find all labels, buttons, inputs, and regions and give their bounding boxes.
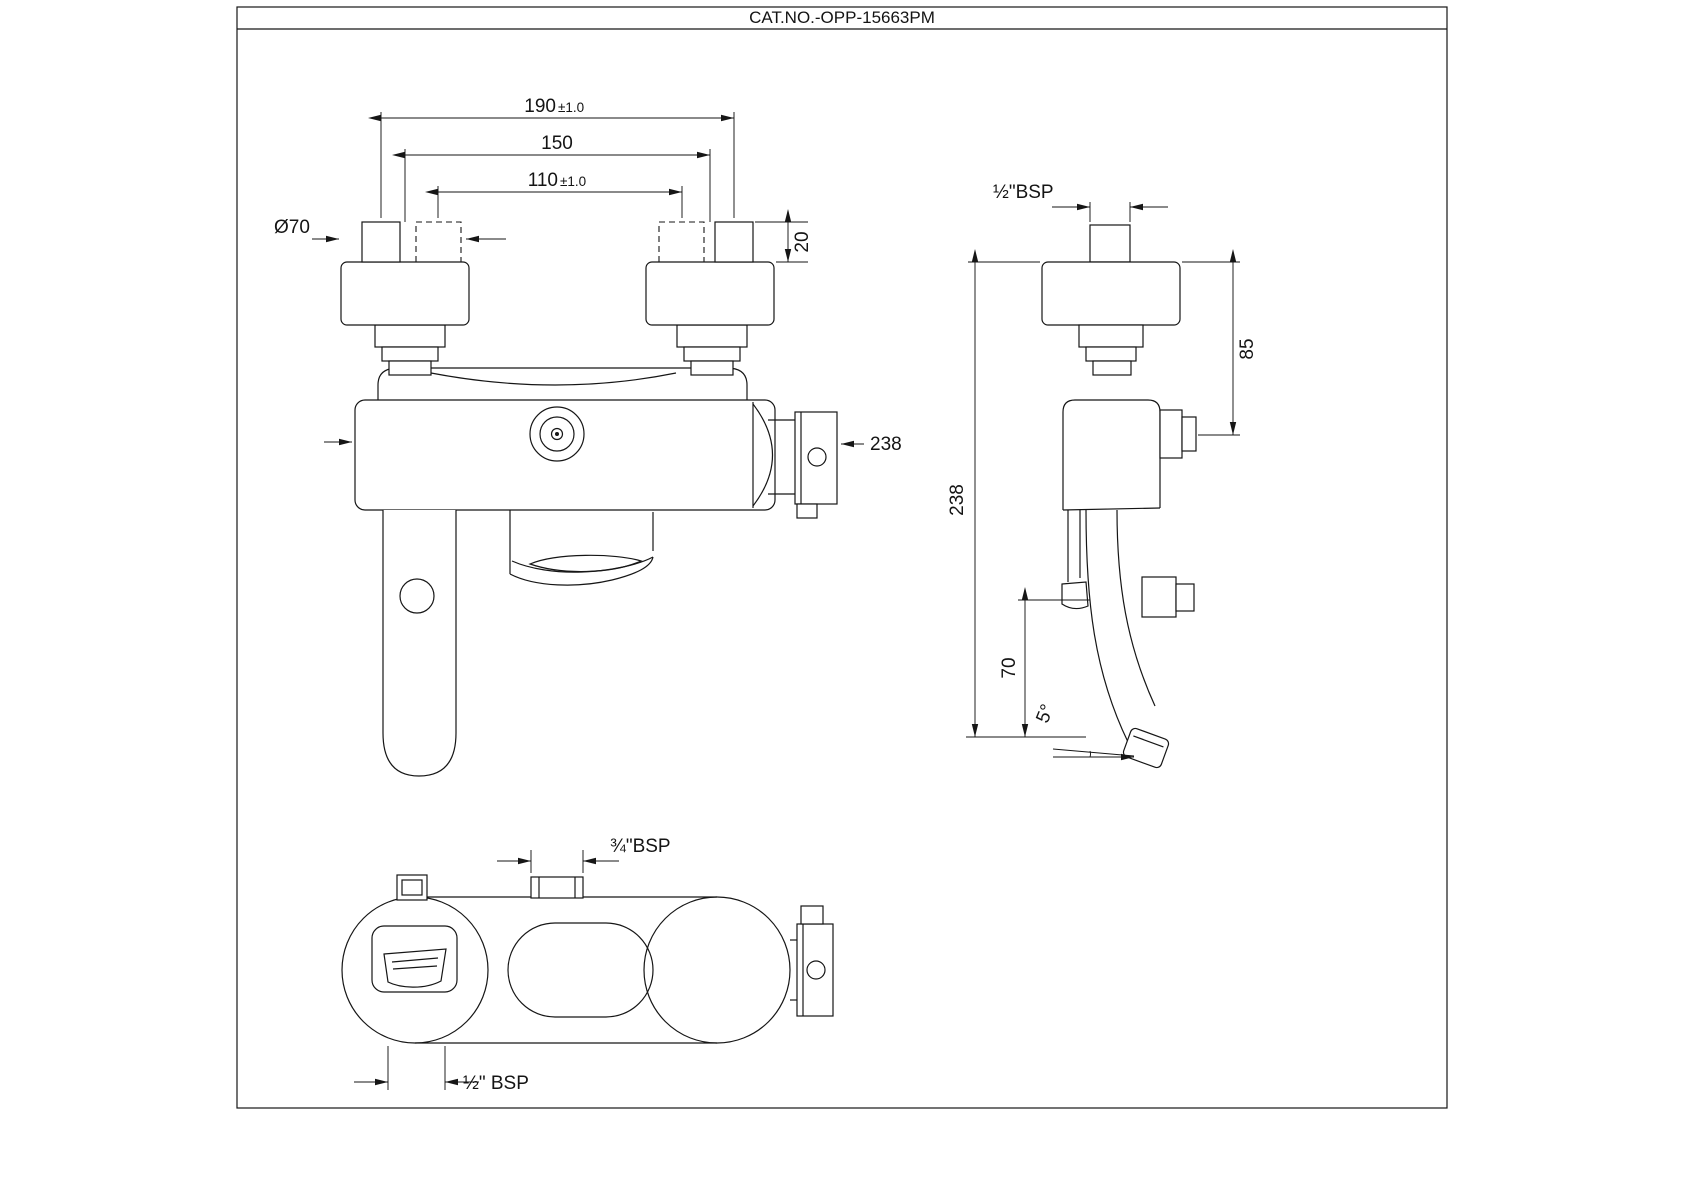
top-outlet-connector	[530, 876, 584, 899]
dim-flange-diameter: Ø70	[274, 217, 339, 243]
dim-spout-drop: 70	[999, 587, 1090, 737]
side-handle	[1061, 510, 1089, 610]
side-inlet-nut	[1078, 324, 1144, 376]
dim-bottom-outlet-thread: ½" BSP	[354, 1046, 529, 1094]
bottom-view: ¾"BSP	[341, 836, 834, 1094]
dim-label-85: 85	[1237, 338, 1258, 359]
dim-overall-height: 238	[947, 249, 1086, 738]
catalog-number: CAT.NO.-OPP-15663PM	[749, 8, 935, 27]
dim-label-70: 70	[999, 657, 1020, 678]
side-wall-flange	[1041, 261, 1181, 326]
dim-inner-inlet-span: 110 ±1.0	[425, 170, 683, 218]
side-spout	[1085, 509, 1170, 769]
left-inlet-outer	[361, 221, 401, 263]
dim-label-dia70: Ø70	[274, 217, 310, 238]
title-block: CAT.NO.-OPP-15663PM	[236, 6, 1448, 1109]
front-view: 190 ±1.0 150 110 ±1.0 Ø70	[274, 96, 902, 777]
dim-spout-angle: 5°	[1032, 701, 1135, 761]
temperature-knob	[768, 411, 838, 519]
dim-outer-inlet-span: 190 ±1.0	[368, 96, 735, 218]
left-inlet-nut	[374, 324, 446, 376]
left-inlet-inner-hidden	[415, 221, 462, 263]
dim-label-110: 110	[528, 170, 558, 191]
dim-label-190-tol: ±1.0	[558, 100, 584, 115]
right-inlet-inner-hidden	[658, 221, 705, 263]
diverter-knob	[529, 406, 585, 462]
bottom-handle-stub	[396, 874, 428, 901]
dim-label-238-side: 238	[947, 484, 968, 516]
spout-front	[509, 510, 654, 586]
dim-label-5deg: 5°	[1032, 701, 1058, 726]
dim-label-110-tol: ±1.0	[560, 174, 586, 189]
dim-label-150: 150	[541, 133, 573, 154]
bottom-temperature-knob	[790, 905, 834, 1017]
dim-label-bsp-34: ¾"BSP	[610, 836, 671, 857]
spout-nozzle	[1122, 727, 1170, 769]
dim-label-20: 20	[792, 231, 813, 252]
dim-flange-centers: 150	[392, 133, 711, 222]
dim-inlet-thread: ½"BSP	[993, 182, 1168, 222]
dim-top-outlet-thread: ¾"BSP	[497, 836, 671, 873]
shower-outlet-boss	[1141, 576, 1195, 618]
side-inlet	[1089, 224, 1131, 263]
diverter-plate	[371, 925, 458, 993]
left-wall-flange	[340, 261, 470, 326]
dim-label-bsp-half-bottom: ½" BSP	[463, 1073, 529, 1094]
dim-inlet-projection: 20	[755, 209, 813, 263]
drawing-border	[236, 6, 1448, 1109]
dim-overall-length: 238	[841, 434, 902, 455]
dim-flange-to-outlet: 85	[1182, 249, 1258, 436]
body-shoulder	[377, 367, 748, 402]
body-oval	[507, 922, 654, 1018]
right-inlet-outer	[714, 221, 754, 263]
side-body	[1062, 399, 1197, 511]
side-view: ½"BSP	[947, 182, 1258, 769]
right-wall-flange	[645, 261, 775, 326]
lever-handle	[382, 510, 457, 777]
dim-label-bsp-half-side: ½"BSP	[993, 182, 1054, 203]
right-inlet-nut	[676, 324, 748, 376]
dim-label-190: 190	[524, 96, 556, 117]
dim-label-238-front: 238	[870, 434, 902, 455]
